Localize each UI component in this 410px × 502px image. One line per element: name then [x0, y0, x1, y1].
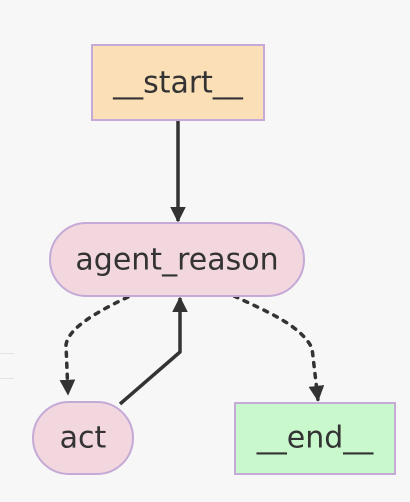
divider-line: [0, 378, 14, 379]
node-agent-reason[interactable]: agent_reason: [49, 222, 305, 297]
edge-agent-reason-to-act: [59, 295, 130, 396]
node-act[interactable]: act: [32, 401, 134, 475]
edge-act-to-agent-reason: [118, 296, 188, 406]
node-end[interactable]: __end__: [234, 402, 396, 475]
divider-line: [0, 353, 14, 354]
node-act-box: [32, 401, 134, 475]
node-start-box: [91, 44, 265, 121]
edge-agent-reason-to-end: [232, 294, 325, 402]
node-start[interactable]: __start__: [91, 44, 265, 121]
node-agent-reason-box: [49, 222, 305, 297]
node-end-box: [234, 402, 396, 475]
node-act-label: act: [60, 421, 107, 456]
node-agent-reason-label: agent_reason: [75, 243, 278, 278]
node-end-label: __end__: [256, 421, 375, 456]
node-start-label: __start__: [112, 66, 244, 101]
